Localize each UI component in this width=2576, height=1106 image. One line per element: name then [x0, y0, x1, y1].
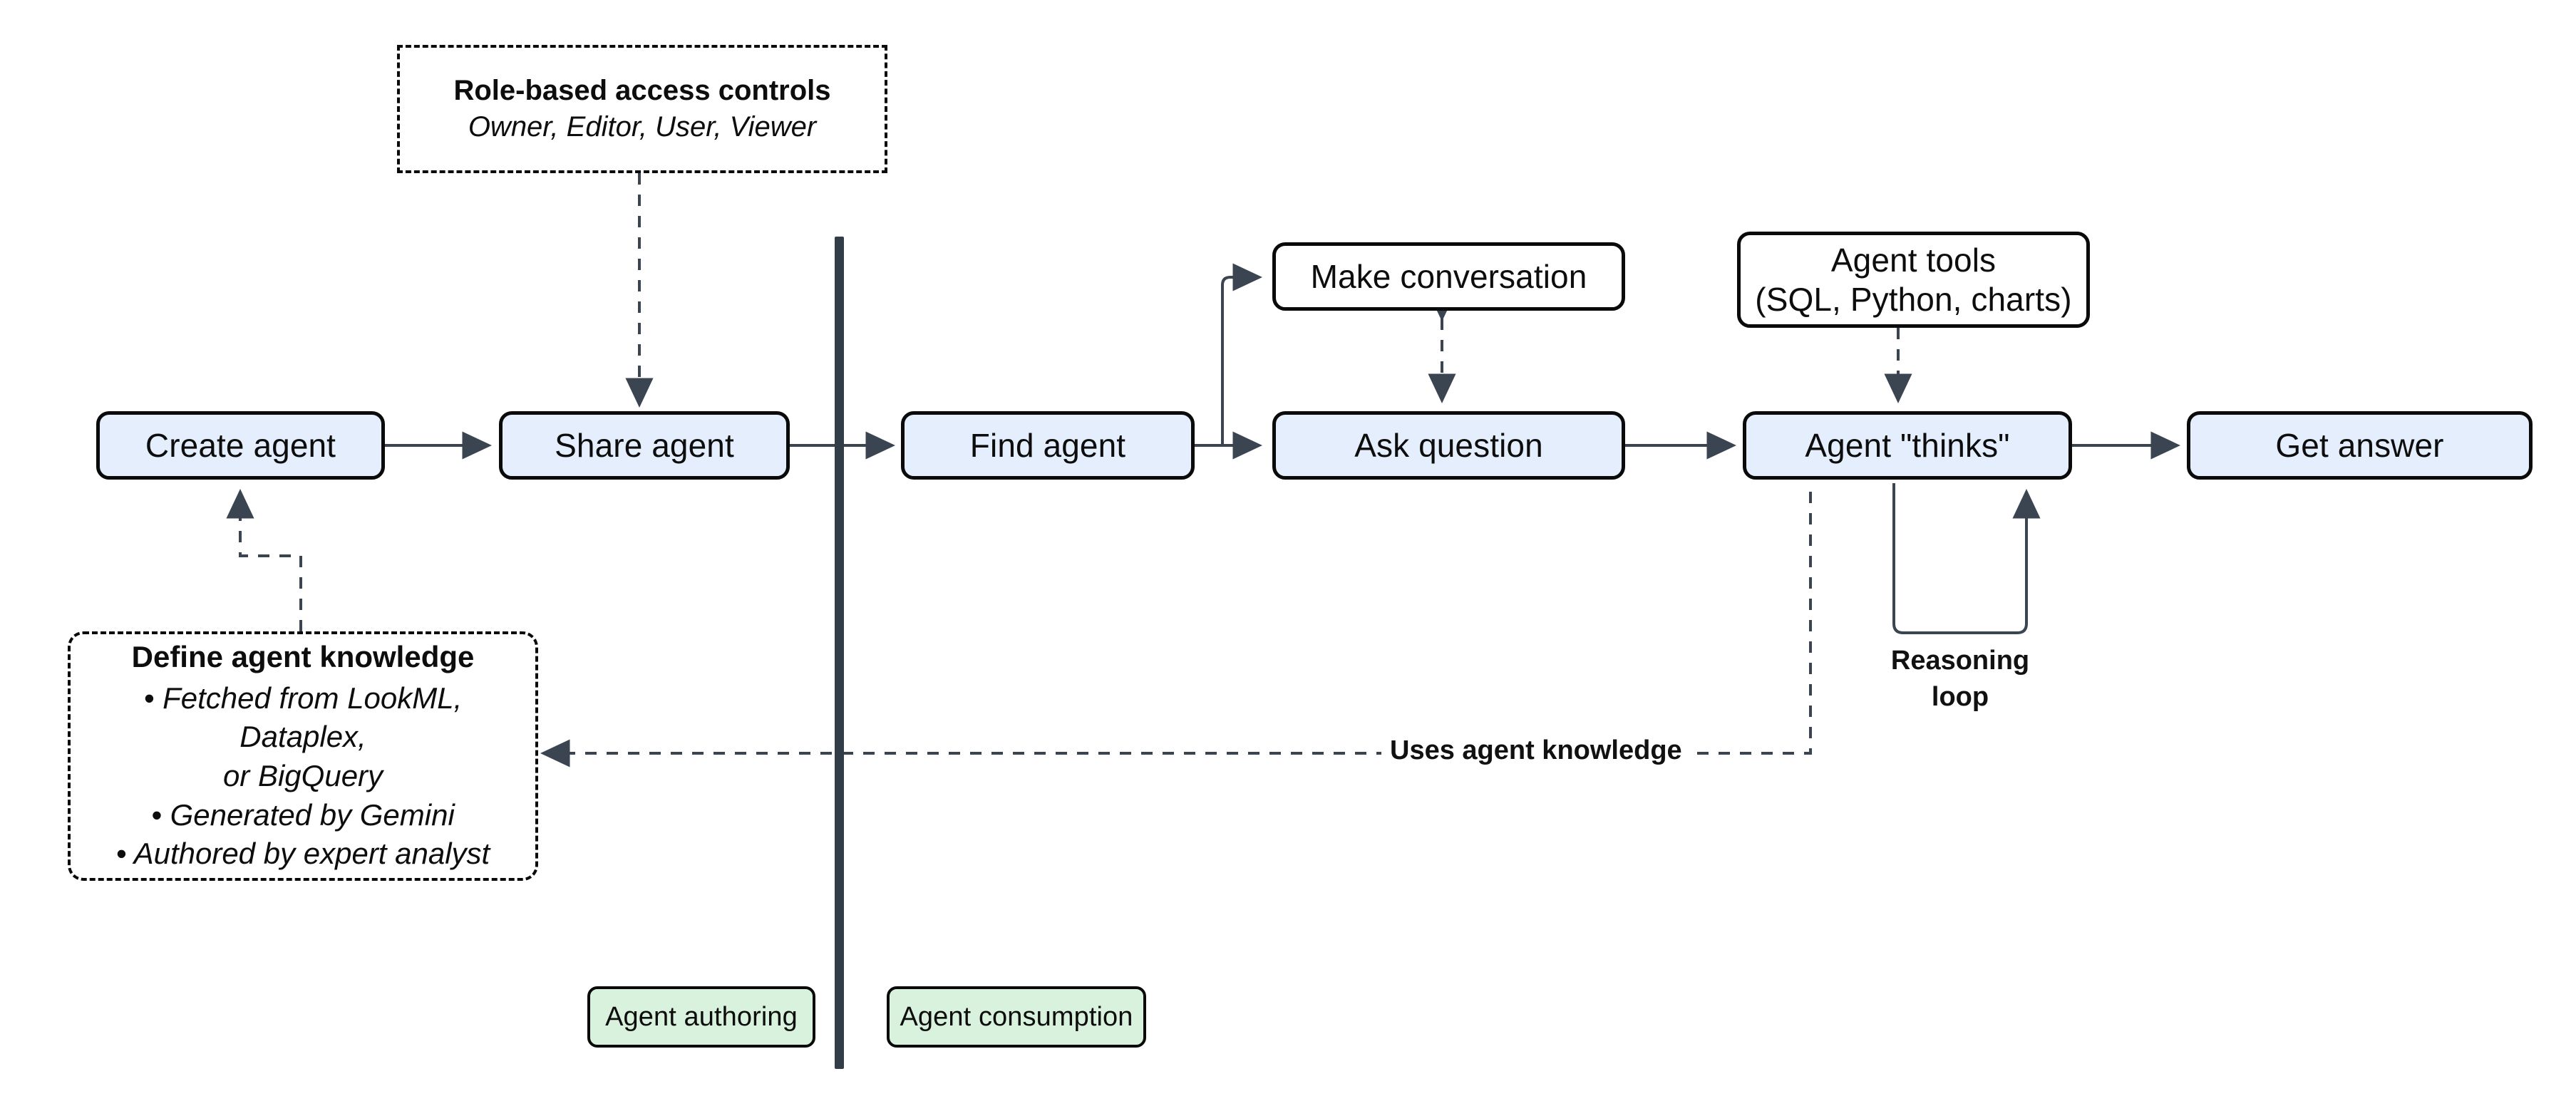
legend-agent-consumption: Agent consumption	[887, 986, 1146, 1048]
label-reasoning-loop-line2: loop	[1931, 682, 1989, 713]
note-knowledge-bullet-0-cont: or BigQuery	[222, 758, 383, 792]
legend-agent-authoring: Agent authoring	[587, 986, 815, 1048]
node-agent-tools-line2: (SQL, Python, charts)	[1755, 280, 2072, 318]
note-knowledge-bullet-1: • Generated by Gemini	[151, 797, 455, 832]
note-knowledge-bullet-0: • Fetched from LookML, Dataplex,	[143, 681, 463, 754]
node-agent-tools-line1: Agent tools	[1830, 242, 1997, 279]
edge-uses-agent-knowledge	[540, 492, 1812, 768]
label-reasoning-loop: Reasoning loop	[1867, 643, 2053, 716]
phase-divider	[835, 237, 844, 1069]
edge-reasoning-loop	[1892, 483, 2041, 634]
node-agent-tools[interactable]: Agent tools (SQL, Python, charts)	[1737, 232, 2090, 328]
note-role-based-access-controls: Role-based access controls Owner, Editor…	[397, 45, 887, 173]
label-reasoning-loop-line1: Reasoning	[1890, 646, 2030, 676]
edge-find-to-conversation	[1221, 263, 1263, 445]
label-uses-agent-knowledge: Uses agent knowledge	[1381, 735, 1691, 766]
node-agent-thinks[interactable]: Agent "thinks"	[1743, 411, 2072, 480]
node-get-answer[interactable]: Get answer	[2187, 411, 2533, 480]
note-knowledge-bullet-2: • Authored by expert analyst	[115, 837, 490, 871]
note-rbac-title: Role-based access controls	[453, 75, 831, 106]
note-rbac-detail: Owner, Editor, User, Viewer	[468, 111, 817, 143]
node-ask-question[interactable]: Ask question	[1272, 411, 1625, 480]
label-uses-agent-knowledge-text: Uses agent knowledge	[1390, 735, 1682, 765]
node-create-agent[interactable]: Create agent	[96, 411, 385, 480]
node-find-agent[interactable]: Find agent	[901, 411, 1195, 480]
note-define-agent-knowledge: Define agent knowledge • Fetched from Lo…	[68, 631, 538, 881]
edge-knowledge-to-create	[226, 488, 302, 631]
note-knowledge-title: Define agent knowledge	[131, 640, 475, 674]
node-make-conversation[interactable]: Make conversation	[1272, 242, 1625, 311]
node-share-agent[interactable]: Share agent	[499, 411, 790, 480]
